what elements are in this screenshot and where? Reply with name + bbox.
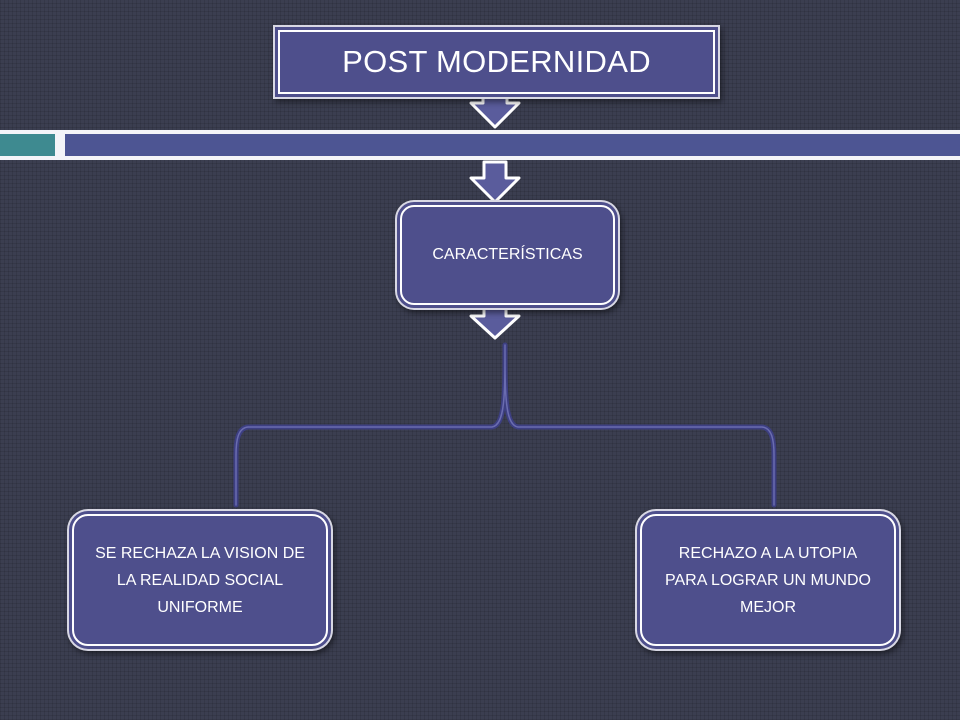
left-item-text: SE RECHAZA LA VISION DE LA REALIDAD SOCI… <box>95 544 305 616</box>
left-item-box: SE RECHAZA LA VISION DE LA REALIDAD SOCI… <box>72 514 328 646</box>
title-box: POST MODERNIDAD <box>278 30 715 94</box>
right-item-box: RECHAZO A LA UTOPIA PARA LOGRAR UN MUNDO… <box>640 514 896 646</box>
right-item-text: RECHAZO A LA UTOPIA PARA LOGRAR UN MUNDO… <box>665 544 871 616</box>
down-arrow-1 <box>469 90 521 129</box>
down-arrow-3 <box>469 306 521 340</box>
down-arrow-2 <box>469 160 521 204</box>
characteristics-text: CARACTERÍSTICAS <box>432 246 583 263</box>
characteristics-box: CARACTERÍSTICAS <box>400 205 615 305</box>
header-band-bar <box>65 134 960 156</box>
header-band-accent <box>0 134 55 156</box>
title-text: POST MODERNIDAD <box>342 44 651 79</box>
